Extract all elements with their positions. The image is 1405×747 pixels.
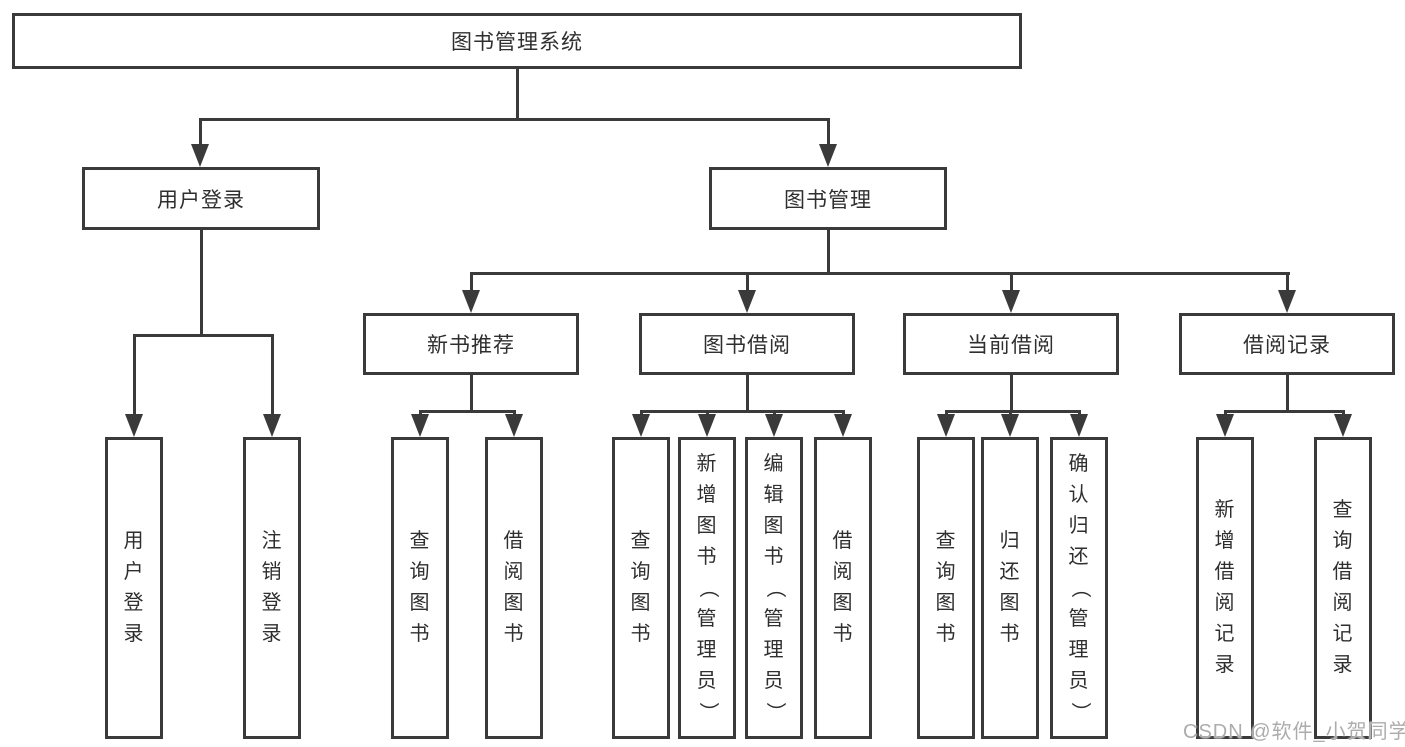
node-edit-books-admin: 编辑图书（管理员） [745,437,803,739]
node-label: 用户登录 [123,530,145,645]
node-query-books-borrowing: 查询图书 [612,437,670,739]
connector-root-stem [515,69,519,118]
node-label: 图书借阅 [703,334,791,357]
node-label: 借阅记录 [1243,334,1331,357]
node-confirm-return-admin: 确认归还（管理员） [1050,437,1108,739]
node-current-borrowing: 当前借阅 [903,313,1119,375]
csdn-watermark: CSDN @软件_小贺同学 [1183,721,1405,743]
node-query-books-current: 查询图书 [917,437,975,739]
node-logout: 注销登录 [243,437,301,739]
connector-level3-rail [469,272,1290,275]
connector-drop-logout-leaf [270,334,274,416]
node-borrow-books: 借阅图书 [814,437,872,739]
node-query-borrow-record: 查询借阅记录 [1314,437,1372,739]
arrowhead-borrow-records [1278,290,1296,313]
arrowhead-user-login [191,144,209,167]
node-label: 新书推荐 [427,334,515,357]
node-label: 确认归还（管理员） [1068,452,1091,723]
arrowhead-logout-leaf [263,414,281,437]
node-label: 查询图书 [630,530,652,645]
connector-drop-user-login [198,118,202,148]
node-return-books: 归还图书 [981,437,1039,739]
connector-new-book-stem [470,375,473,410]
node-label: 查询图书 [409,530,431,645]
connector-user-login-rail [132,334,274,337]
connector-new-book-rail [418,410,516,413]
node-label: 图书管理 [784,188,872,212]
node-label: 用户登录 [157,188,245,212]
node-query-books-recommend: 查询图书 [391,437,449,739]
arrowhead-new-book [462,290,480,313]
node-user-login: 用户登录 [82,167,320,230]
node-user-login-leaf: 用户登录 [105,437,163,739]
connector-current-borrow-rail [944,410,1081,413]
arrowhead-leaf [698,414,716,437]
arrowhead-login-leaf [125,414,143,437]
arrowhead-book-borrow [738,290,756,313]
connector-book-borrow-rail [639,410,845,413]
node-add-borrow-record: 新增借阅记录 [1196,437,1254,739]
node-book-borrowing: 图书借阅 [639,313,855,375]
node-new-book-recommendation: 新书推荐 [363,313,579,375]
arrowhead-leaf [765,414,783,437]
node-label: 查询图书 [935,530,957,645]
connector-book-management-stem [826,230,830,272]
arrowhead-leaf [411,414,429,437]
connector-drop-login-leaf [132,334,136,416]
connector-user-login-stem [199,230,203,334]
arrowhead-leaf [1334,414,1352,437]
node-borrowing-records: 借阅记录 [1179,313,1395,375]
node-label: 新增图书（管理员） [696,452,719,723]
arrowhead-book-management [819,144,837,167]
connector-book-borrow-stem [746,375,749,410]
connector-drop-borrow-records [1286,272,1289,292]
connector-current-borrow-stem [1010,375,1013,410]
node-label: 借阅图书 [503,530,525,645]
connector-borrow-records-stem [1286,375,1289,410]
node-label: 当前借阅 [967,334,1055,357]
node-book-management-system: 图书管理系统 [12,13,1022,69]
arrowhead-current-borrow [1002,290,1020,313]
connector-level2-rail [198,118,830,121]
node-label: 编辑图书（管理员） [763,452,786,723]
node-label: 图书管理系统 [451,31,583,54]
connector-drop-book-management [826,118,830,148]
arrowhead-leaf [834,414,852,437]
node-label: 归还图书 [999,530,1021,645]
arrowhead-leaf [632,414,650,437]
arrowhead-leaf [1070,414,1088,437]
arrowhead-leaf [505,414,523,437]
connector-drop-new-book [470,272,473,292]
node-book-management: 图书管理 [709,167,947,230]
node-label: 注销登录 [261,530,283,645]
node-label: 借阅图书 [832,530,854,645]
connector-drop-current-borrow [1010,272,1013,292]
arrowhead-leaf [1216,414,1234,437]
node-borrow-books-recommend: 借阅图书 [485,437,543,739]
node-add-books-admin: 新增图书（管理员） [678,437,736,739]
connector-borrow-records-rail [1223,410,1345,413]
arrowhead-leaf [937,414,955,437]
node-label: 新增借阅记录 [1214,499,1236,676]
node-label: 查询借阅记录 [1332,499,1354,676]
connector-drop-book-borrow [746,272,749,292]
arrowhead-leaf [1001,414,1019,437]
